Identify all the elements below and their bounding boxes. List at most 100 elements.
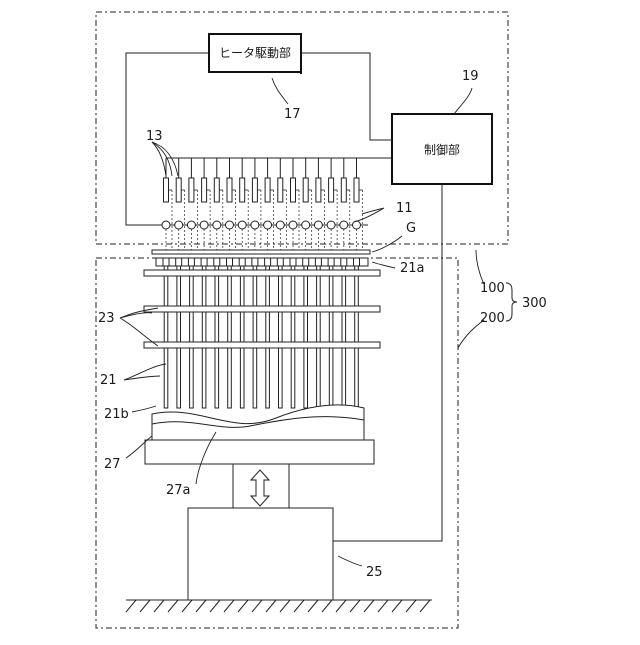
probe-pin <box>328 258 334 408</box>
heater-element <box>202 158 211 252</box>
hatch-line <box>308 600 318 612</box>
temperature-sensor <box>238 221 246 229</box>
hatch-line <box>238 600 248 612</box>
hatch-line <box>350 600 360 612</box>
temperature-sensor <box>264 221 272 229</box>
guide-plate <box>144 306 380 312</box>
probe-pin <box>354 258 360 408</box>
label-21: 21 <box>100 373 117 388</box>
probe-pin <box>176 258 182 408</box>
label-27a: 27a <box>166 483 191 498</box>
hatch-line <box>420 600 430 612</box>
temperature-sensor <box>327 221 335 229</box>
temperature-sensor <box>314 221 322 229</box>
probe-top-plate <box>156 258 368 266</box>
label-19: 19 <box>462 69 479 84</box>
gap-plate <box>152 250 370 254</box>
probe-pin <box>315 258 321 408</box>
heater-element <box>189 158 198 252</box>
label-300: 300 <box>522 296 547 311</box>
probe-pin <box>227 258 233 408</box>
hatch-line <box>140 600 150 612</box>
temperature-sensor <box>213 221 221 229</box>
heater-element <box>329 158 338 252</box>
hatch-line <box>392 600 402 612</box>
hatch-line <box>210 600 220 612</box>
brace-300 <box>506 283 517 321</box>
heater-element <box>291 158 300 252</box>
temperature-sensor <box>187 221 195 229</box>
probe-pin <box>290 258 296 408</box>
temperature-sensor-array <box>158 221 368 250</box>
temperature-sensor <box>276 221 284 229</box>
probe-pin <box>239 258 245 408</box>
hatch-line <box>126 600 136 612</box>
probe-pin <box>303 258 309 408</box>
guide-plate <box>144 342 380 348</box>
probe-pin <box>188 258 194 408</box>
heater-element <box>354 158 363 252</box>
label-100: 100 <box>480 281 505 296</box>
hatch-line <box>196 600 206 612</box>
hatch-line <box>364 600 374 612</box>
temperature-sensor <box>200 221 208 229</box>
lift-arrow-icon <box>251 470 269 506</box>
temperature-sensor <box>353 221 361 229</box>
probe-pin <box>252 258 258 408</box>
temperature-sensor <box>251 221 259 229</box>
probe-pin <box>214 258 220 408</box>
heater-element <box>303 158 312 252</box>
label-21a: 21a <box>400 261 425 276</box>
hatch-line <box>378 600 388 612</box>
hatch-line <box>252 600 262 612</box>
label-21b: 21b <box>104 407 129 422</box>
temperature-sensor <box>289 221 297 229</box>
label-200: 200 <box>480 311 505 326</box>
label-17: 17 <box>284 107 301 122</box>
temperature-sensor <box>340 221 348 229</box>
probe-pin <box>277 258 283 408</box>
controller-box: 制御部 <box>392 114 492 184</box>
heater-element <box>227 158 236 252</box>
heater-driver-box: ヒータ駆動部 <box>209 34 301 74</box>
temperature-sensor <box>302 221 310 229</box>
heater-element <box>265 158 274 252</box>
stage-plate <box>145 440 374 464</box>
heater-driver-label: ヒータ駆動部 <box>219 45 291 60</box>
hatch-line <box>168 600 178 612</box>
heater-element <box>214 158 223 252</box>
temperature-sensor <box>175 221 183 229</box>
hatch-line <box>154 600 164 612</box>
heater-element <box>252 158 261 252</box>
hatch-line <box>224 600 234 612</box>
label-23: 23 <box>98 311 115 326</box>
label-G: G <box>406 221 416 236</box>
probe-pin <box>341 258 347 408</box>
heater-element <box>316 158 325 252</box>
label-25: 25 <box>366 565 383 580</box>
heater-element <box>164 158 173 252</box>
label-13: 13 <box>146 129 163 144</box>
temperature-sensor <box>162 221 170 229</box>
probe-pin <box>265 258 271 408</box>
probe-pin <box>163 258 169 408</box>
ground-hatching <box>126 600 432 612</box>
probe-pin <box>201 258 207 408</box>
label-11: 11 <box>396 201 413 216</box>
hatch-line <box>182 600 192 612</box>
wafer-assembly <box>145 405 374 464</box>
guide-plate <box>144 270 380 276</box>
hatch-line <box>336 600 346 612</box>
heater-array <box>164 158 363 252</box>
hatch-line <box>266 600 276 612</box>
actuator-box <box>188 508 333 600</box>
hatch-line <box>406 600 416 612</box>
heater-element <box>278 158 287 252</box>
hatch-line <box>322 600 332 612</box>
hatch-line <box>294 600 304 612</box>
controller-label: 制御部 <box>424 142 460 157</box>
heater-element <box>240 158 249 252</box>
label-27: 27 <box>104 457 121 472</box>
